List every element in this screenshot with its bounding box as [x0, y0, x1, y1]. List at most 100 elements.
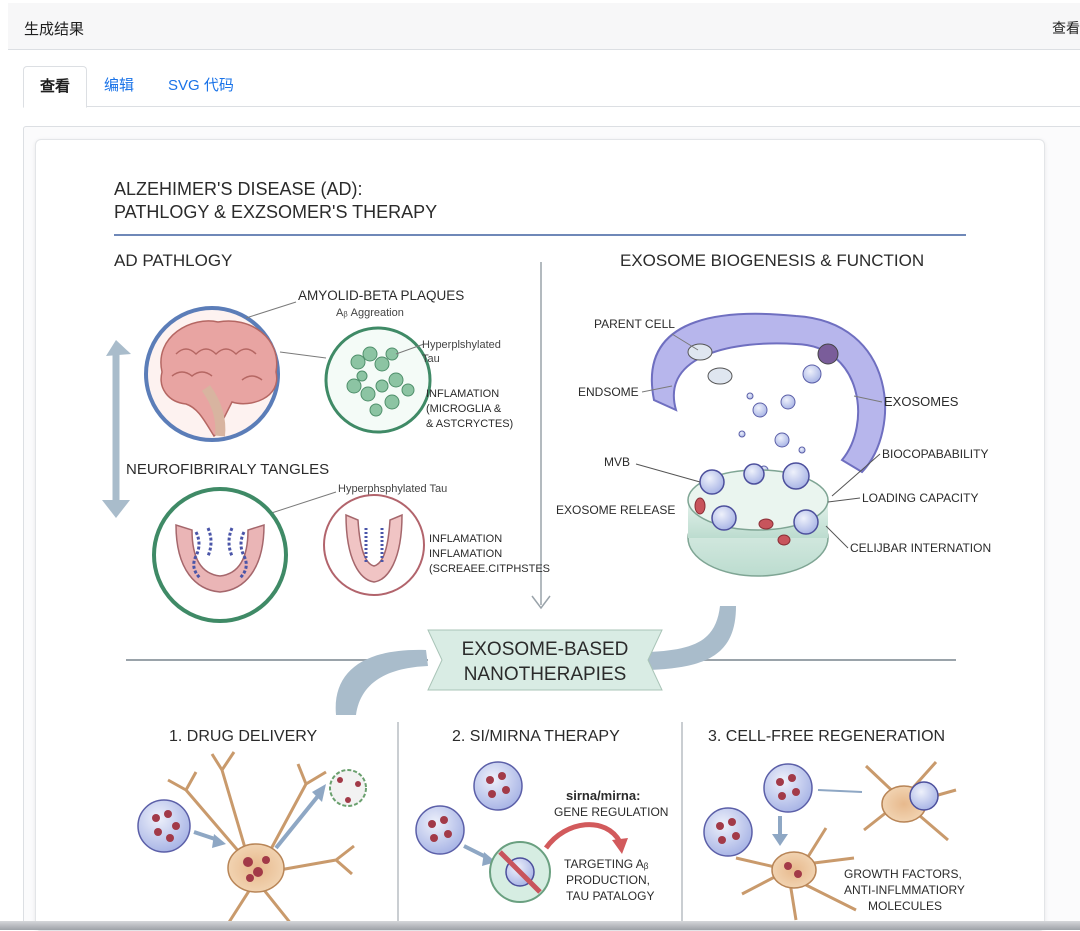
regen-neuron-2 — [863, 760, 957, 842]
figure-card: ALZEHIMER'S DISEASE (AD): PATHLOGY & EXZ… — [35, 139, 1045, 931]
center-arrowhead — [531, 595, 551, 610]
parent-cell-membrane — [650, 312, 887, 474]
axon-arrowhead — [312, 784, 326, 802]
released-exosomes — [738, 364, 822, 475]
tangles-title: NEUROFIBRIRALY TANGLES — [126, 461, 329, 478]
cellular-leader — [825, 525, 849, 549]
cycle-arrowhead-down — [102, 500, 130, 518]
banner-swoosh-left — [335, 649, 428, 715]
regen-exosome-1 — [763, 763, 813, 813]
biocompat-leader — [831, 453, 881, 497]
sirna-exosome-1 — [473, 761, 523, 811]
regen-neuron-cargo-1 — [784, 862, 802, 878]
regen-cargo-1 — [776, 774, 800, 800]
drug-cargo — [152, 810, 180, 842]
inflammation-label-2: (MICROGLIA & — [426, 403, 502, 415]
neuron-cargo-1 — [243, 856, 270, 882]
mvb-vesicles — [699, 462, 819, 535]
window-bottom-bar — [0, 921, 1080, 930]
exosome-biogenesis-heading: EXOSOME BIOGENESIS & FUNCTION — [620, 251, 924, 270]
banner-line1: EXOSOME-BASED — [462, 639, 629, 660]
nanotherapies-banner — [427, 629, 663, 691]
neuron-dendrites-1 — [167, 751, 355, 930]
exosomes-label: EXOSOMES — [884, 394, 959, 409]
cycle-arrowhead-up — [106, 340, 131, 356]
amyloid-leader — [245, 301, 297, 319]
hyper-tau-label-1a: Hyperplshylated — [422, 339, 501, 351]
endosome-leader — [641, 385, 673, 393]
regen-exosome-3 — [909, 781, 939, 811]
gene-arrowhead — [612, 838, 628, 854]
amyloid-subtitle: Aᵦ Aggreation — [336, 307, 404, 319]
target-label-2: PRODUCTION, — [566, 873, 650, 887]
banner-line2: NANOTHERAPIES — [464, 664, 627, 685]
regen-cargo-2 — [716, 818, 740, 844]
view-link[interactable]: 查看 — [1052, 20, 1080, 36]
sirna-label-2: GENE REGULATION — [554, 805, 668, 819]
regen-arrow-right — [817, 789, 863, 793]
preview-panel: ALZEHIMER'S DISEASE (AD): PATHLOGY & EXZ… — [23, 126, 1080, 931]
target-plaque-dots — [337, 777, 361, 803]
sirna-exosome-2 — [415, 805, 465, 855]
drug-exosome — [137, 799, 191, 853]
banner-swoosh-right — [648, 606, 736, 670]
result-header: 生成结果 查看 — [8, 3, 1080, 50]
exosome-release-label: EXOSOME RELEASE — [556, 503, 675, 517]
growth-label-1: GROWTH FACTORS, — [844, 867, 962, 881]
sirna-cargo-1 — [486, 772, 510, 798]
endosome-vesicle — [707, 367, 733, 385]
infographic: ALZEHIMER'S DISEASE (AD): PATHLOGY & EXZ… — [102, 179, 991, 930]
sirna-label-1: sirna/mirna: — [566, 788, 640, 803]
brain-gyri — [171, 348, 263, 381]
gene-regulation-arrow — [543, 822, 623, 850]
header-title: 生成结果 — [24, 21, 85, 38]
ad-pathology-heading: AD PATHLOGY — [114, 251, 232, 270]
tab-view[interactable]: 查看 — [23, 66, 88, 108]
regen-neuron-body-1 — [771, 851, 817, 889]
regen-arrowhead-down — [772, 834, 788, 846]
membrane-mvb — [817, 343, 839, 365]
brainstem — [201, 385, 226, 437]
sirna-therapy-heading: 2. SI/MIRNA THERAPY — [452, 728, 620, 745]
inflamed-fibrils — [364, 528, 384, 562]
figure-title-line1: ALZEHIMER'S DISEASE (AD): — [114, 179, 362, 199]
cellular-interaction-label: CELIJBAR INTERNATION — [850, 541, 991, 555]
exosomes-leader — [853, 395, 883, 403]
regen-exosome-2 — [703, 807, 753, 857]
tab-svg-code[interactable]: SVG 代码 — [168, 77, 234, 94]
tab-edit[interactable]: 编辑 — [104, 77, 135, 94]
plaque-ring — [324, 326, 432, 434]
block-slash-icon — [498, 850, 542, 894]
regeneration-heading: 3. CELL-FREE REGENERATION — [708, 728, 945, 745]
figure-title-line2: PATHLOGY & EXZSOMER'S THERAPY — [114, 202, 437, 222]
hyper-tau-label-2: Hyperphsphylated Tau — [338, 483, 447, 495]
biocompatibility-label: BIOCOPABABILITY — [882, 447, 988, 461]
sirna-cargo-2 — [428, 816, 452, 842]
parent-cell-leader — [671, 333, 699, 351]
plaque-aggregates — [346, 346, 415, 417]
loading-capacity-label: LOADING CAPACITY — [862, 491, 978, 505]
inflammation-label-3: & ASTCRYCTES) — [426, 418, 513, 430]
growth-label-3: MOLECULES — [868, 899, 942, 913]
inflamed-neuron-icon — [345, 513, 403, 583]
tab-bar: 查看 编辑 SVG 代码 — [23, 66, 1080, 108]
dish-cells — [694, 497, 791, 546]
inflammation2-label-1: INFLAMATION — [429, 533, 502, 545]
growth-label-2: ANTI-INFLMMATIORY — [844, 883, 965, 897]
drug-delivery-heading: 1. DRUG DELIVERY — [169, 728, 318, 745]
mvb-leader — [635, 463, 701, 483]
target-label-3: TAU PATALOGY — [566, 889, 654, 903]
mvb-label: MVB — [604, 455, 630, 469]
brain-leader — [279, 351, 327, 359]
hyper-tau-label-1b: Tau — [422, 353, 440, 365]
drug-arrowhead — [212, 834, 226, 848]
loading-leader — [827, 497, 861, 503]
amyloid-title: AMYOLID-BETA PLAQUES — [298, 288, 464, 303]
endosome-label: ENDSOME — [578, 385, 639, 399]
inflammation-label-1: INFLAMATION — [426, 388, 499, 400]
inflammation2-label-3: (SCREAEE.CITPHSTES — [429, 563, 550, 575]
target-label-1: TARGETING Aᵦ — [564, 857, 649, 871]
hyper-tau-leader-1 — [395, 343, 425, 355]
parent-cell-label: PARENT CELL — [594, 317, 675, 331]
axon-arrow — [274, 794, 320, 850]
